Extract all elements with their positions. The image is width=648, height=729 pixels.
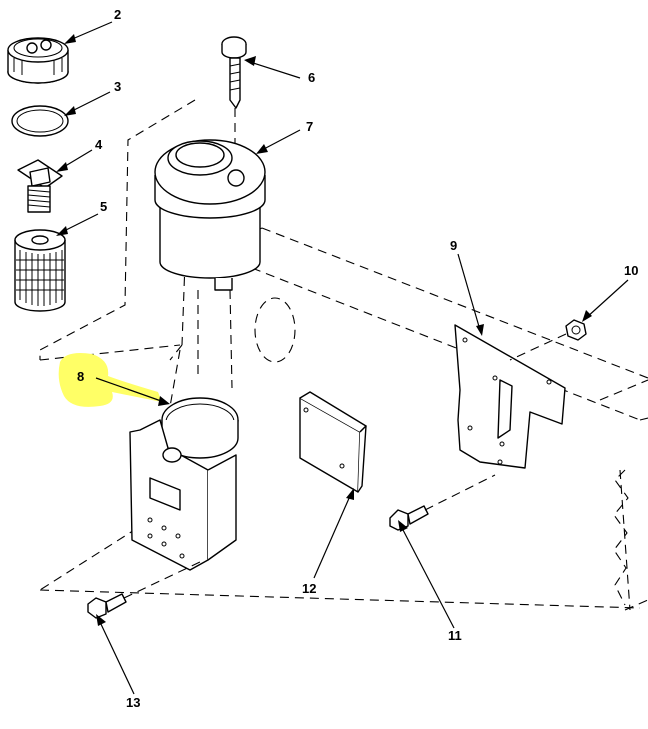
callout-10: 10 [624,263,638,278]
part-10-nut [509,319,587,361]
callout-4: 4 [95,137,103,152]
callout-leaders [56,21,629,695]
part-4-spring-retainer [17,159,63,213]
part-12-spacer-block [299,391,367,493]
callout-12: 12 [302,581,316,596]
part-8-clamp-bracket [129,397,239,571]
part-5-filter-element [14,229,66,312]
frame-rail [39,227,648,611]
callout-labels: 2 3 4 5 6 7 8 9 10 11 12 13 [77,7,638,710]
callout-9: 9 [450,238,457,253]
callout-8: 8 [77,369,84,384]
callout-5: 5 [100,199,107,214]
part-2-cap [7,37,69,84]
callout-2: 2 [114,7,121,22]
assembly-bracket-outline [39,99,196,361]
part-3-gasket [11,105,69,137]
part-9-plate [454,324,566,469]
callout-11: 11 [448,628,462,643]
callout-6: 6 [308,70,315,85]
callout-13: 13 [126,695,140,710]
callout-7: 7 [306,119,313,134]
callout-8-highlight [58,353,162,407]
part-11-bolt [389,474,496,531]
part-13-bolt [87,561,201,619]
callout-3: 3 [114,79,121,94]
part-7-reservoir [154,139,266,389]
